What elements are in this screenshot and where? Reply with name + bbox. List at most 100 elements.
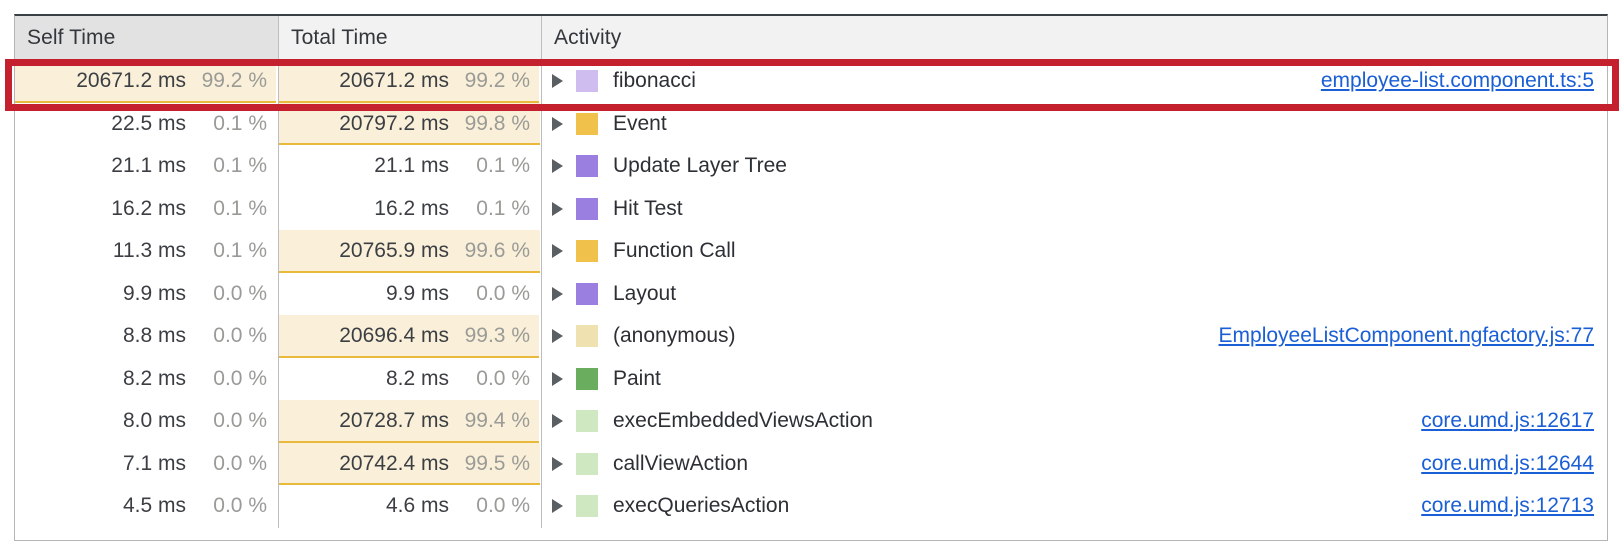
activity-label: Function Call [613,239,736,263]
column-header-total-time[interactable]: Total Time [278,16,541,59]
self-time-percent: 0.0 % [213,281,267,305]
self-time-percent: 0.1 % [213,154,267,178]
self-time-value: 11.3 ms [112,239,186,263]
cell-self-time: 8.8 ms 0.0 % [15,315,278,358]
cell-activity: execEmbeddedViewsAction core.umd.js:12617 [541,400,1607,443]
expand-triangle-icon[interactable] [552,499,563,514]
expand-triangle-icon[interactable] [552,244,563,259]
expand-triangle-icon[interactable] [552,74,563,89]
cell-self-time: 11.3 ms 0.1 % [15,230,278,273]
self-time-value: 4.5 ms [122,494,186,518]
total-time-value: 20671.2 ms [339,69,449,93]
cell-total-time: 20728.7 ms 99.4 % [278,400,541,443]
expand-triangle-icon[interactable] [552,371,563,386]
activity-label: Layout [613,281,677,305]
self-time-percent: 0.1 % [213,239,267,263]
total-time-value: 20728.7 ms [339,409,449,433]
expand-triangle-icon[interactable] [552,116,563,131]
total-time-value: 16.2 ms [374,196,449,220]
cell-total-time: 21.1 ms 0.1 % [278,145,541,188]
source-location-link[interactable]: core.umd.js:12617 [1421,409,1594,433]
self-time-percent: 0.1 % [213,111,267,135]
total-time-value: 20696.4 ms [339,324,449,348]
total-time-percent: 0.0 % [476,366,530,390]
swatch-update-layer-tree-icon [576,155,598,178]
swatch-exec-queries-action-icon [576,495,598,518]
expand-triangle-icon[interactable] [552,286,563,301]
self-time-percent: 0.1 % [213,196,267,220]
source-location-link[interactable]: core.umd.js:12713 [1421,494,1594,518]
expand-triangle-icon[interactable] [552,414,563,429]
source-location-link[interactable]: EmployeeListComponent.ngfactory.js:77 [1218,324,1594,348]
swatch-fibonacci-icon [576,70,598,93]
self-time-percent: 99.2 % [201,69,267,93]
source-location-link[interactable]: core.umd.js:12644 [1421,451,1594,475]
swatch-event-icon [576,112,598,135]
self-time-percent: 0.0 % [213,324,267,348]
cell-activity: Paint [541,357,1607,400]
expand-triangle-icon[interactable] [552,456,563,471]
table-row[interactable]: 11.3 ms 0.1 % 20765.9 ms 99.6 % Function Cal… [15,230,1607,273]
self-time-value: 8.8 ms [122,324,186,348]
cell-activity: Update Layer Tree [541,145,1607,188]
expand-triangle-icon[interactable] [552,201,563,216]
swatch-call-view-action-icon [576,452,598,475]
total-time-bar [279,400,540,443]
total-time-value: 20797.2 ms [339,111,449,135]
activity-label: execQueriesAction [613,494,790,518]
total-time-percent: 0.1 % [476,154,530,178]
bottom-up-call-tree-panel: Self Time Total Time Activity 20671.2 ms… [14,14,1608,541]
total-time-percent: 0.0 % [476,281,530,305]
table-header: Self Time Total Time Activity [15,16,1607,60]
activity-label: execEmbeddedViewsAction [613,409,873,433]
cell-activity: Hit Test [541,187,1607,230]
total-time-percent: 99.6 % [464,239,530,263]
total-time-value: 20765.9 ms [339,239,449,263]
total-time-percent: 99.8 % [464,111,530,135]
cell-self-time: 7.1 ms 0.0 % [15,443,278,486]
total-time-bar [279,315,540,358]
self-time-value: 9.9 ms [122,281,186,305]
swatch-exec-embedded-views-action-icon [576,410,598,433]
self-time-percent: 0.0 % [213,366,267,390]
activity-label: Paint [613,366,661,390]
total-time-value: 4.6 ms [385,494,449,518]
total-time-value: 21.1 ms [374,154,449,178]
activity-label: fibonacci [613,69,696,93]
column-header-self-time[interactable]: Self Time [15,16,278,59]
source-location-link[interactable]: employee-list.component.ts:5 [1320,69,1594,93]
cell-total-time: 20765.9 ms 99.6 % [278,230,541,273]
self-time-percent: 0.0 % [213,451,267,475]
expand-triangle-icon[interactable] [552,329,563,344]
expand-triangle-icon[interactable] [552,159,563,174]
total-time-percent: 99.4 % [464,409,530,433]
total-time-percent: 99.5 % [464,451,530,475]
column-header-activity[interactable]: Activity [541,16,1607,59]
cell-activity: fibonacci employee-list.component.ts:5 [541,60,1607,103]
self-time-value: 7.1 ms [122,451,186,475]
total-time-percent: 99.2 % [464,69,530,93]
activity-label: Update Layer Tree [613,154,787,178]
